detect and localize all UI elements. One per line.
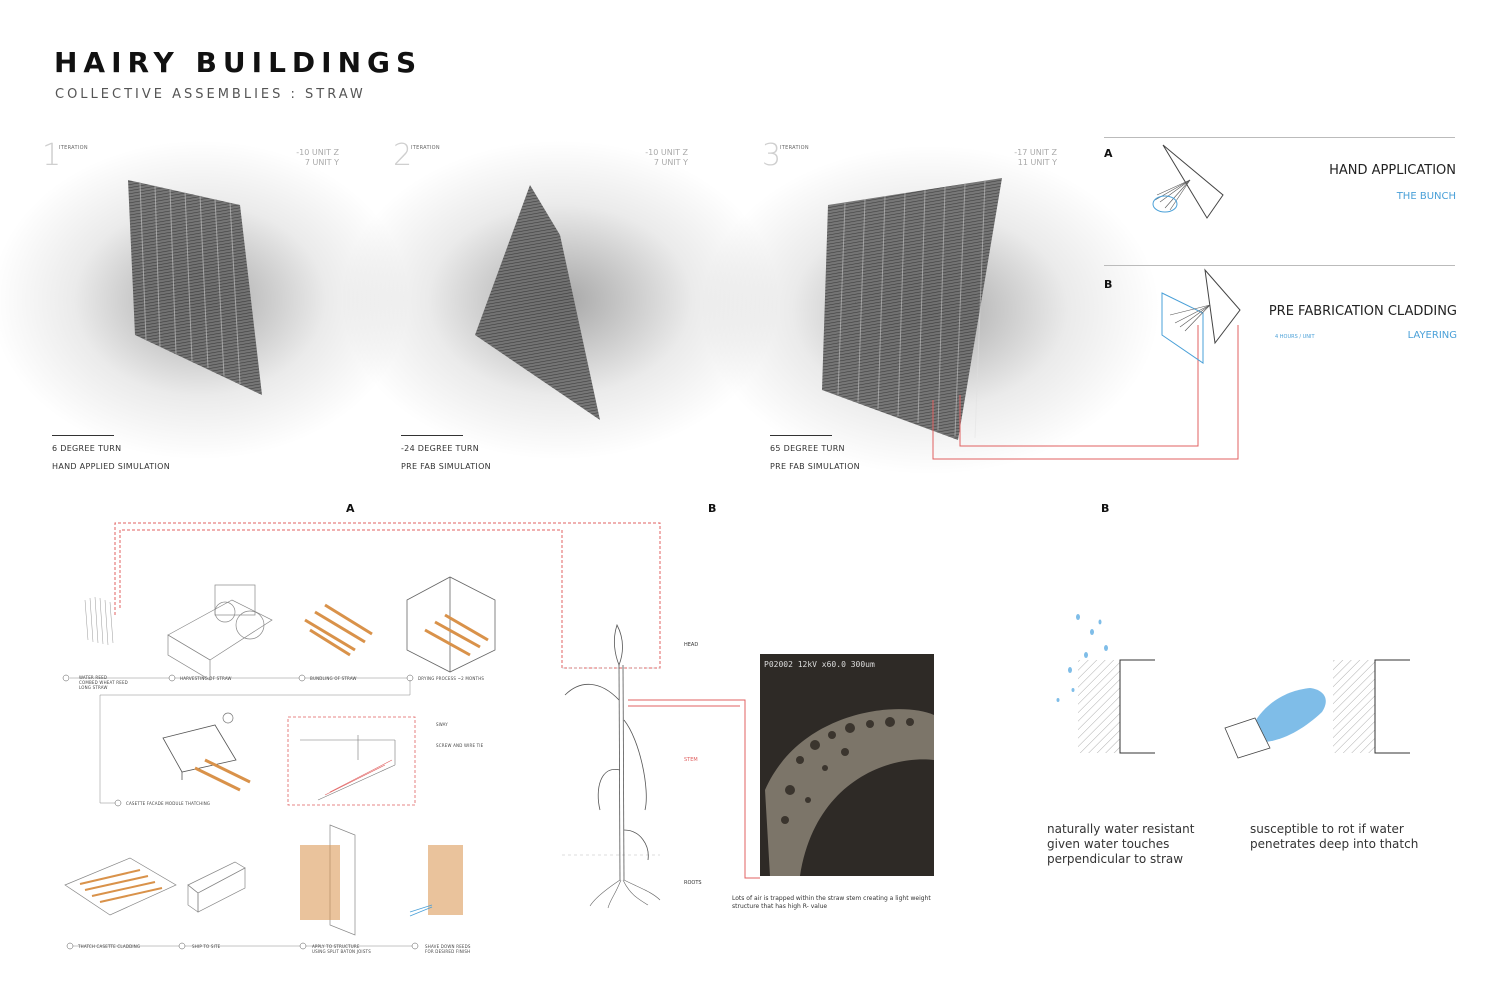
stem-connector-line bbox=[628, 699, 760, 879]
sway-label: SWAY bbox=[436, 722, 448, 727]
units-z: -17 UNIT Z bbox=[1014, 148, 1057, 157]
bundled-straw-icon bbox=[304, 603, 373, 657]
roots-label: ROOTS bbox=[684, 880, 702, 886]
drying-house-icon bbox=[406, 576, 496, 673]
tractor-icon bbox=[167, 584, 273, 681]
apply-straw-panel bbox=[300, 845, 340, 920]
hours-per-unit: 4 HOURS / UNIT bbox=[1275, 334, 1315, 340]
water-droplets-left bbox=[1056, 614, 1108, 702]
section-a-letter: A bbox=[346, 502, 355, 515]
shears-icon bbox=[409, 904, 433, 917]
micrograph-stem-wall bbox=[765, 709, 934, 876]
thatch-section-right bbox=[1333, 660, 1375, 753]
units-z: -10 UNIT Z bbox=[296, 148, 339, 157]
screw-detail-red bbox=[324, 759, 393, 796]
casette-straw-icon bbox=[194, 758, 251, 792]
caption-rule bbox=[401, 435, 463, 436]
step-2-label: HARVESTING OF STRAW bbox=[180, 676, 232, 681]
step-markers-row-3 bbox=[66, 799, 419, 950]
straw-wall-1 bbox=[128, 180, 262, 395]
section-b2-letter: B bbox=[1101, 502, 1110, 515]
iteration-number: 1 bbox=[42, 138, 62, 173]
iteration-number: 3 bbox=[762, 138, 782, 173]
reed-bundle-icon bbox=[84, 596, 114, 646]
application-rule-mid bbox=[1104, 265, 1455, 266]
turn-caption: 6 DEGREE TURN bbox=[52, 444, 122, 453]
head-label: HEAD bbox=[684, 642, 699, 648]
micrograph-pores bbox=[781, 717, 914, 824]
application-a-letter: A bbox=[1104, 147, 1113, 160]
step-8-label: APPLY TO STRUCTURE USING SPLIT BATON JOI… bbox=[312, 944, 371, 954]
wall-3-ridges bbox=[837, 180, 986, 439]
thatch-cassette-straw bbox=[79, 869, 163, 903]
shave-straw-panel bbox=[428, 845, 463, 915]
micrograph-caption: Lots of air is trapped within the straw … bbox=[732, 895, 931, 910]
bucket-icon bbox=[1224, 717, 1271, 759]
page-title: HAIRY BUILDINGS bbox=[54, 46, 423, 79]
wall-1-ridges bbox=[139, 181, 241, 385]
application-rule-top bbox=[1104, 137, 1455, 138]
worker-figure-icon bbox=[222, 712, 234, 724]
step-markers-row-1 bbox=[62, 674, 414, 682]
method-caption: HAND APPLIED SIMULATION bbox=[52, 462, 170, 471]
process-row-connector bbox=[99, 680, 411, 804]
roots-drawing bbox=[589, 879, 661, 909]
drying-straw-icon bbox=[424, 613, 489, 657]
units-y: 7 UNIT Y bbox=[304, 158, 339, 167]
screw-detail-drawing bbox=[300, 735, 396, 801]
turn-caption: -24 DEGREE TURN bbox=[401, 444, 480, 453]
water-rot-text: susceptible to rot if water penetrates d… bbox=[1250, 822, 1419, 851]
prefab-cladding-diagram bbox=[1161, 268, 1241, 364]
step-4-label: DRYING PROCESS ~2 MONTHS bbox=[418, 676, 485, 681]
page-subtitle: COLLECTIVE ASSEMBLIES : STRAW bbox=[55, 87, 366, 102]
hand-application-title: HAND APPLICATION bbox=[1329, 163, 1456, 178]
straw-wall-3 bbox=[822, 178, 1002, 440]
sem-readout: P02002 12kV x60.0 300um bbox=[764, 660, 875, 669]
hand-application-diagram bbox=[1152, 144, 1224, 219]
caption-rule bbox=[52, 435, 114, 436]
wall-section-right bbox=[1374, 659, 1410, 754]
screw-wire-label: SCREW AND WIRE TIE bbox=[436, 743, 484, 748]
route-line-inner bbox=[959, 325, 1199, 447]
units-y: 11 UNIT Y bbox=[1017, 158, 1057, 167]
step-1-label: WATER REED COMBED WHEAT REED LONG STRAW bbox=[79, 675, 128, 690]
section-b-letter: B bbox=[708, 502, 717, 515]
stem-label: STEM bbox=[684, 757, 698, 763]
layering-label: LAYERING bbox=[1407, 330, 1457, 341]
application-b-letter: B bbox=[1104, 278, 1113, 291]
step-5-label: CASETTE FACADE MODULE THATCHING bbox=[126, 801, 211, 806]
wall-section-left bbox=[1119, 659, 1155, 754]
route-line-outer bbox=[932, 325, 1239, 460]
water-resistant-text: naturally water resistant given water to… bbox=[1047, 822, 1195, 866]
iteration-tag: ITERATION bbox=[780, 145, 809, 151]
screw-detail-box bbox=[287, 716, 416, 806]
water-splash bbox=[1250, 688, 1326, 742]
units-z: -10 UNIT Z bbox=[645, 148, 688, 157]
step-6-label: THATCH CASETTE CLADDING bbox=[78, 944, 141, 949]
iteration-tag: ITERATION bbox=[59, 145, 88, 151]
thatch-cassette-icon bbox=[64, 857, 177, 916]
straw-wall-2 bbox=[475, 185, 600, 420]
method-caption: PRE FAB SIMULATION bbox=[401, 462, 491, 471]
step-3-label: BUNDLING OF STRAW bbox=[310, 676, 357, 681]
the-bunch-label: THE BUNCH bbox=[1396, 191, 1456, 202]
prefab-cladding-title: PRE FABRICATION CLADDING bbox=[1268, 304, 1457, 319]
iteration-tag: ITERATION bbox=[411, 145, 440, 151]
straw-plant-drawing bbox=[564, 623, 649, 881]
casette-frame-icon bbox=[162, 724, 237, 780]
thatch-section-left bbox=[1078, 660, 1120, 753]
step-7-label: SHIP TO SITE bbox=[192, 944, 221, 949]
iteration-number: 2 bbox=[393, 138, 413, 173]
step-9-label: SHAVE DOWN REEDS FOR DESIRED FINISH bbox=[425, 944, 471, 954]
anatomy-dividers bbox=[562, 667, 660, 856]
method-caption: PRE FAB SIMULATION bbox=[770, 462, 860, 471]
truck-icon bbox=[187, 861, 246, 913]
